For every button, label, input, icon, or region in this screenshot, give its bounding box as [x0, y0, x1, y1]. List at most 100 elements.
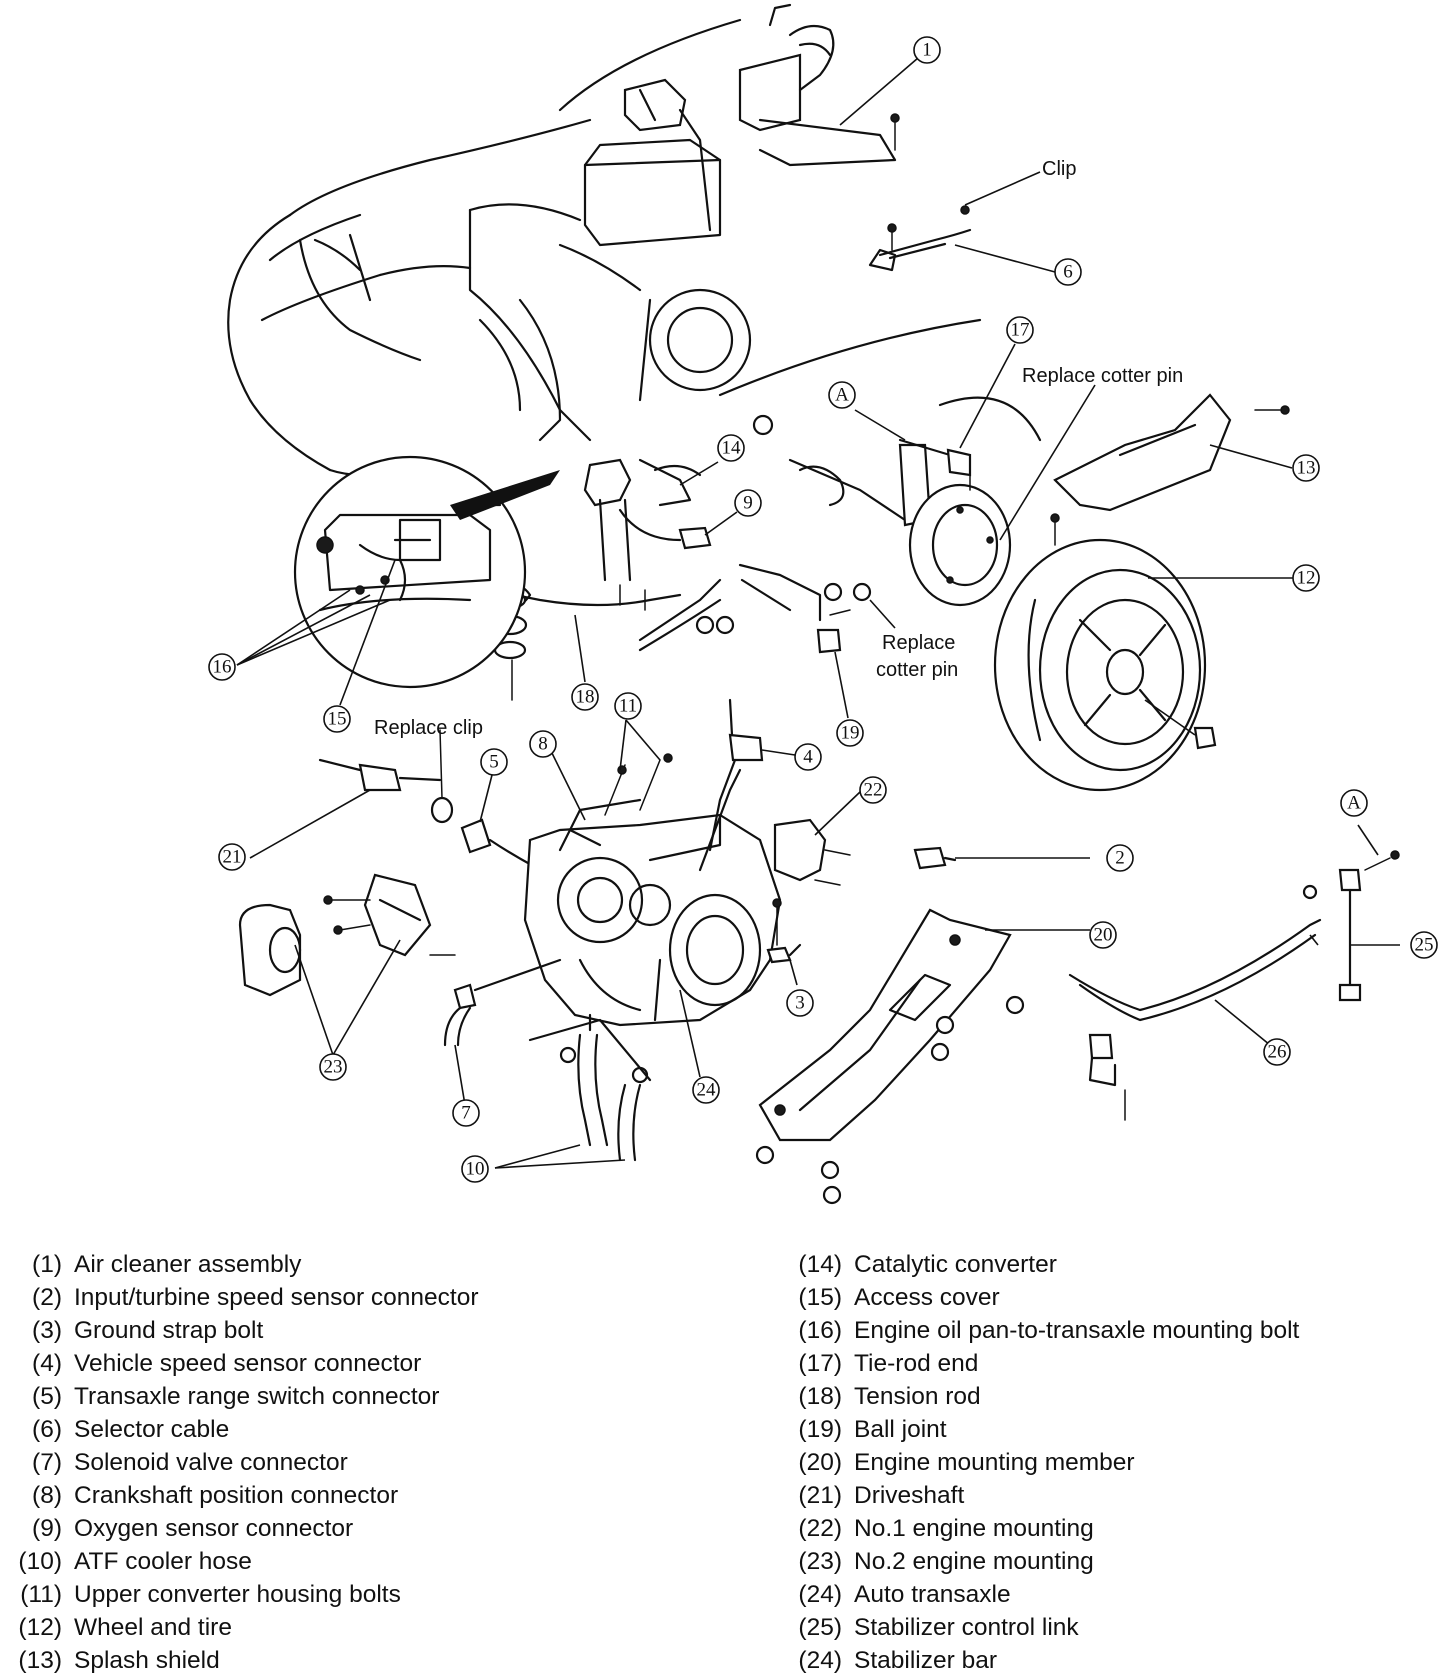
legend-item-label: Input/turbine speed sensor connector [74, 1284, 479, 1311]
note-replace-clip: Replace clip [374, 717, 483, 739]
steering-knuckle-hub [898, 396, 1042, 607]
legend-item: (19)Ball joint [780, 1413, 1299, 1446]
legend-item-label: No.1 engine mounting [854, 1515, 1094, 1542]
svg-text:18: 18 [576, 687, 595, 708]
callout-1: 1 [913, 36, 941, 64]
parts-legend: (1) Air cleaner assembly (2) Input/turbine … [0, 1248, 1456, 1674]
legend-item: (17) Tie-rod end [780, 1347, 1299, 1380]
legend-item-label: Wheel and tire [74, 1614, 232, 1641]
atf-cooler-hose [528, 1018, 652, 1162]
legend-item: (1) Air cleaner assembly [0, 1248, 479, 1281]
input-turbine-speed-sensor-connector [913, 846, 957, 870]
legend-item: (10)ATF cooler hose [0, 1545, 479, 1578]
wheel-and-tire [993, 538, 1217, 792]
svg-text:A: A [835, 385, 849, 406]
svg-text:4: 4 [803, 747, 813, 768]
legend-item-label: Tension rod [854, 1383, 981, 1410]
svg-text:A: A [1347, 793, 1361, 814]
legend-item: (14) Catalytic converter [780, 1248, 1299, 1281]
legend-item-number: (1) [32, 1251, 62, 1278]
svg-text:6: 6 [1063, 262, 1073, 283]
front-driveshaft [752, 414, 907, 522]
legend-item-number: (7) [32, 1449, 62, 1476]
splash-shield [1050, 393, 1290, 546]
legend-item-number: (4) [32, 1350, 62, 1377]
legend-item-number: (12) [18, 1614, 62, 1641]
svg-text:19: 19 [841, 723, 860, 744]
note-replace-cotter-pin-top: Replace cotter pin [1022, 365, 1183, 387]
ball-joint [816, 582, 872, 654]
legend-item-label: Ball joint [854, 1416, 947, 1443]
legend-item-number: (3) [32, 1317, 62, 1344]
legend-item: (9)Oxygen sensor connector [0, 1512, 479, 1545]
engine-mounting-member [755, 908, 1025, 1205]
legend-item-label: Oxygen sensor connector [74, 1515, 354, 1542]
stabilizer-control-link [1338, 850, 1400, 1002]
legend-item-label: Selector cable [74, 1416, 230, 1443]
legend-item-label: Catalytic converter [854, 1251, 1057, 1278]
note-replace-cotter-pin-mid-1: Replace [882, 632, 955, 654]
callout-12: 12 [1292, 564, 1320, 592]
callout-4: 4 [794, 743, 822, 771]
legend-item-number: (6) [32, 1416, 62, 1443]
callout-23: 23 [319, 1053, 347, 1081]
callout-11: 11 [614, 692, 642, 720]
svg-text:23: 23 [324, 1057, 343, 1078]
legend-item: (23) No.2 engine mounting [780, 1545, 1299, 1578]
svg-text:13: 13 [1297, 458, 1316, 479]
car-body [227, 18, 982, 477]
stabilizer-bar [1068, 884, 1322, 1121]
legend-item-label: Stabilizer control link [854, 1614, 1079, 1641]
legend-item: (2) Input/turbine speed sensor connector [0, 1281, 479, 1314]
legend-item-label: Access cover [854, 1284, 1000, 1311]
tension-rod [488, 578, 735, 701]
callout-13: 13 [1292, 454, 1320, 482]
svg-text:3: 3 [795, 993, 805, 1014]
legend-item: (20)Engine mounting member [780, 1446, 1299, 1479]
callout-17: 17 [1006, 316, 1034, 344]
svg-text:22: 22 [864, 780, 883, 801]
legend-item-label: ATF cooler hose [74, 1548, 252, 1575]
legend-item-label: Driveshaft [854, 1482, 965, 1509]
callout-16: 16 [208, 653, 236, 681]
svg-text:20: 20 [1094, 925, 1113, 946]
callout-14: 14 [717, 434, 745, 462]
legend-item-number: (23) [798, 1548, 842, 1575]
legend-item-number: (2) [32, 1284, 62, 1311]
legend-item: (15)Access cover [780, 1281, 1299, 1314]
svg-text:5: 5 [489, 752, 499, 773]
legend-item: (12) Wheel and tire [0, 1611, 479, 1644]
legend-item-number: (13) [18, 1647, 62, 1674]
legend-item-label: Auto transaxle [854, 1581, 1011, 1608]
vehicle-speed-sensor-connector [708, 698, 764, 852]
legend-item-number: (24) [798, 1647, 842, 1674]
legend-item: (4) Vehicle speed sensor connector [0, 1347, 479, 1380]
callout-26: 26 [1263, 1038, 1291, 1066]
svg-text:15: 15 [328, 709, 347, 730]
legend-item-number: (14) [798, 1251, 842, 1278]
legend-item-label: Tie-rod end [854, 1350, 979, 1377]
callout-15: 15 [323, 705, 351, 733]
svg-text:17: 17 [1011, 320, 1030, 341]
no2-engine-mounting [238, 873, 456, 997]
legend-item: (25)Stabilizer control link [780, 1611, 1299, 1644]
legend-item-number: (17) [798, 1350, 842, 1377]
legend-item-number: (11) [20, 1581, 62, 1608]
starter-motor [623, 78, 712, 232]
legend-item-label: Vehicle speed sensor connector [74, 1350, 422, 1377]
oxygen-sensor-connector [618, 508, 712, 550]
legend-item-number: (21) [798, 1482, 842, 1509]
legend-item-label: Air cleaner assembly [74, 1251, 302, 1278]
legend-item: (22)No.1 engine mounting [780, 1512, 1299, 1545]
svg-text:10: 10 [466, 1159, 485, 1180]
svg-text:11: 11 [619, 696, 637, 717]
callout-6: 6 [1054, 258, 1082, 286]
callout-5: 5 [480, 748, 508, 776]
svg-text:9: 9 [743, 493, 753, 514]
legend-right-column: (14)Catalytic converter(15)Access cover(… [780, 1248, 1299, 1677]
legend-item-label: No.2 engine mounting [854, 1548, 1094, 1575]
callout-25: 25 [1410, 931, 1438, 959]
legend-item: (13)Splash shield [0, 1644, 479, 1677]
callout-18: 18 [571, 683, 599, 711]
svg-text:21: 21 [223, 847, 242, 868]
